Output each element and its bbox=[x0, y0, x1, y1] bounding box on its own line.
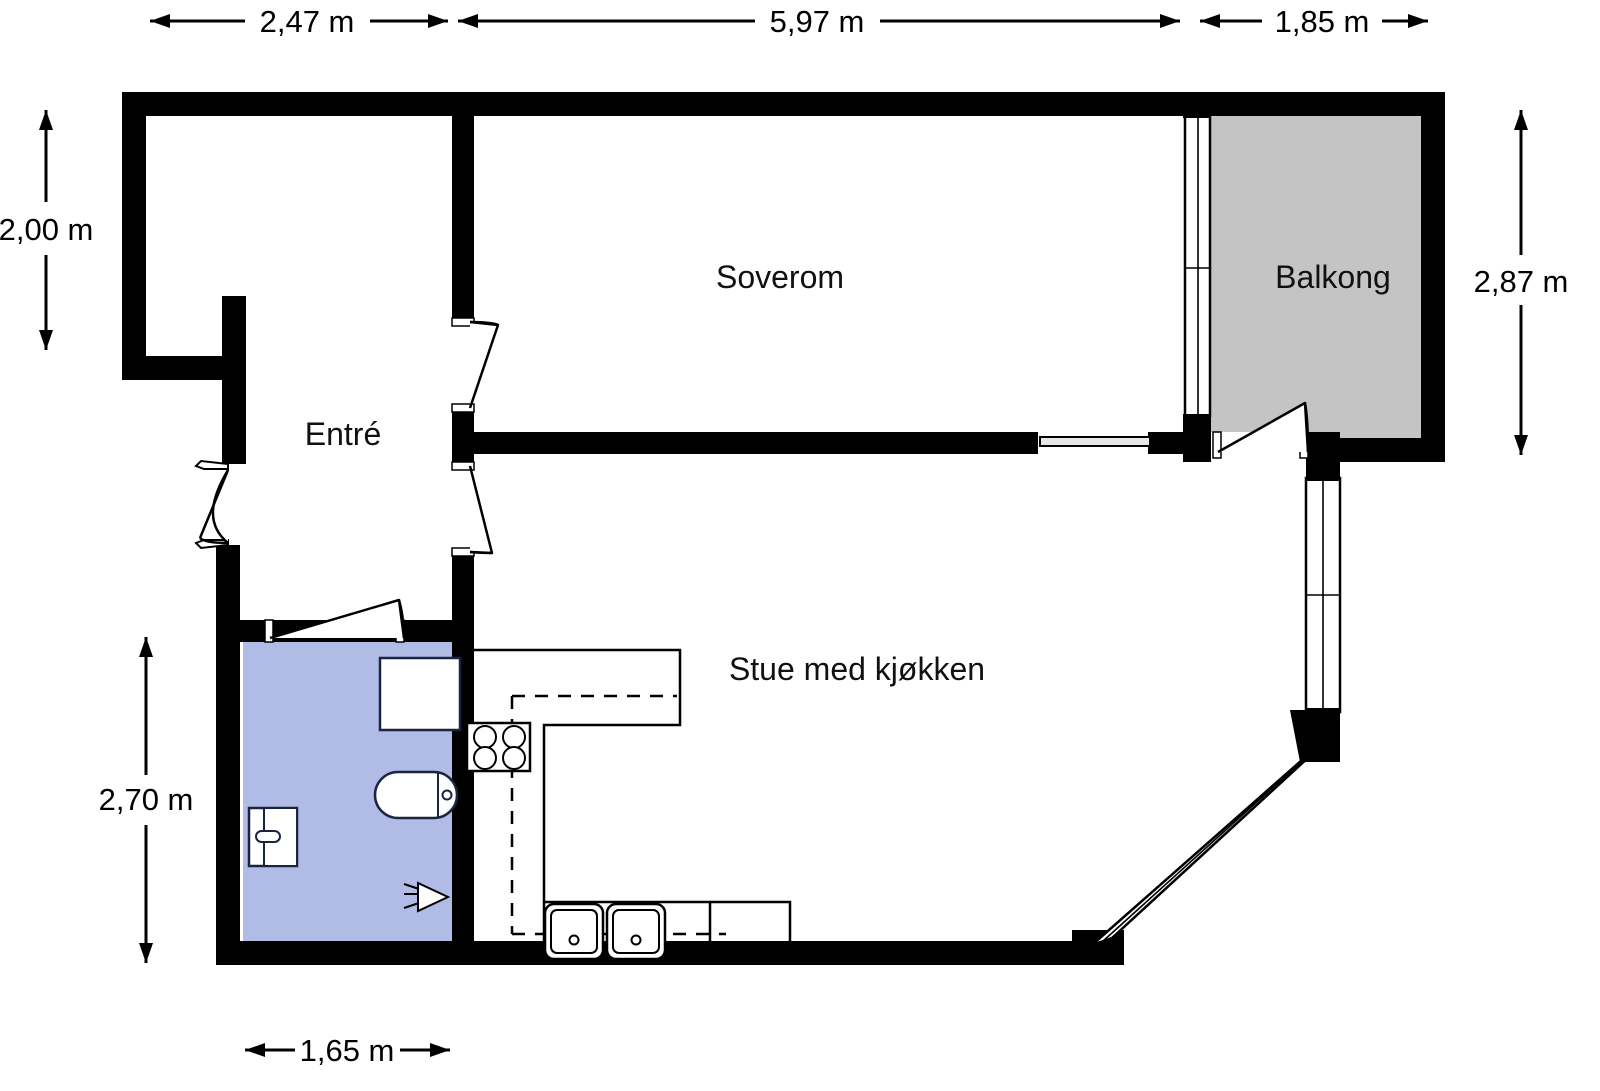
dimension-label-top-right: 1,85 m bbox=[1275, 4, 1370, 39]
toilet-icon bbox=[373, 770, 459, 820]
bathroom-sink-icon bbox=[247, 806, 299, 868]
dimension-left-lower: 2,70 m bbox=[99, 637, 194, 963]
entre-to-soverom-door bbox=[451, 317, 500, 413]
room-label-stue-med-kjokken: Stue med kjøkken bbox=[729, 651, 985, 687]
dimension-label-right: 2,87 m bbox=[1474, 264, 1569, 299]
room-label-entre: Entré bbox=[305, 416, 381, 452]
stue-east-window bbox=[1304, 476, 1342, 714]
dimension-right: 2,87 m bbox=[1474, 110, 1569, 455]
bathroom-door bbox=[264, 598, 406, 643]
soverom-balcony-window bbox=[1183, 114, 1212, 418]
dimension-group-top: 2,47 m 5,97 m 1,85 m bbox=[150, 4, 1428, 39]
exterior-walls bbox=[122, 92, 1445, 965]
stue-diagonal-window bbox=[1091, 744, 1323, 947]
shower-icon bbox=[403, 881, 451, 913]
kitchen-sink-left bbox=[543, 902, 605, 961]
dimension-label-top-middle: 5,97 m bbox=[770, 4, 865, 39]
dimension-group-bottom: 1,65 m bbox=[245, 1033, 450, 1068]
dimension-top-left: 2,47 m bbox=[150, 4, 448, 39]
dimension-label-left-upper: 2,00 m bbox=[0, 212, 93, 247]
dimension-top-right: 1,85 m bbox=[1200, 4, 1428, 39]
dimension-label-left-lower: 2,70 m bbox=[99, 782, 194, 817]
stove-icon bbox=[465, 721, 532, 773]
dimension-label-top-left: 2,47 m bbox=[260, 4, 355, 39]
room-fill-balkong bbox=[1210, 92, 1445, 462]
dimension-group-left: 2,00 m 2,70 m bbox=[0, 110, 193, 963]
dimension-group-right: 2,87 m bbox=[1474, 110, 1569, 455]
dimension-left-upper: 2,00 m bbox=[0, 110, 93, 350]
dimension-label-bottom: 1,65 m bbox=[300, 1033, 395, 1068]
kitchen-sink-right bbox=[605, 902, 667, 961]
washing-machine-icon bbox=[378, 656, 462, 732]
soverom-stue-sliding-opening bbox=[1039, 436, 1151, 447]
front-door bbox=[194, 459, 230, 550]
dimension-bottom: 1,65 m bbox=[245, 1033, 450, 1068]
room-label-soverom: Soverom bbox=[716, 259, 844, 295]
entre-to-stue-door bbox=[451, 461, 494, 557]
dimension-top-middle: 5,97 m bbox=[458, 4, 1180, 39]
room-label-balkong: Balkong bbox=[1275, 259, 1391, 295]
balcony-door bbox=[1212, 401, 1310, 459]
